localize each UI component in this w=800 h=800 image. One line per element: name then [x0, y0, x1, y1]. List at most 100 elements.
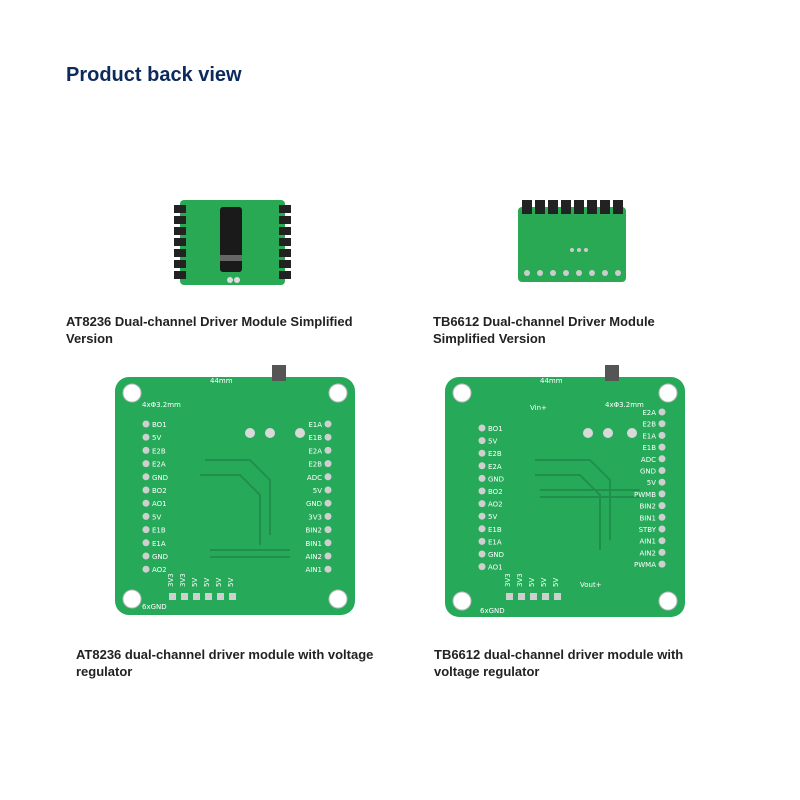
pin-label: BIN2 — [639, 503, 656, 511]
pin-pad — [324, 473, 332, 481]
pin-label: 5V — [227, 578, 235, 587]
pin-label: E2A — [152, 461, 166, 469]
pin-label: BO2 — [152, 487, 167, 495]
caption-tb6612-simple: TB6612 Dual-channel Driver Module Simpli… — [433, 313, 655, 347]
pin-label: AO1 — [152, 500, 167, 508]
pin-label: 5V — [191, 578, 199, 587]
board-top-dim: 44mm — [540, 377, 563, 385]
pin-pad — [324, 539, 332, 547]
pin-pad — [142, 565, 150, 573]
pin-label: 3V3 — [308, 513, 322, 521]
pin-label: 5V — [152, 513, 161, 521]
pin-pad — [324, 420, 332, 428]
caption-line: regulator — [76, 664, 133, 679]
pin-pad — [142, 539, 150, 547]
pin-pad — [217, 593, 224, 600]
pin-label: BO1 — [488, 425, 503, 433]
pin-pad — [658, 478, 666, 486]
pin-label: E2A — [308, 447, 322, 455]
pin-pad — [658, 525, 666, 533]
pin-label: E1A — [488, 538, 502, 546]
pin-label: GND — [488, 551, 504, 559]
pin-pad — [324, 565, 332, 573]
pin-pad — [478, 500, 486, 508]
pin-pad — [478, 424, 486, 432]
caption-at8236-regulator: AT8236 dual-channel driver module with v… — [76, 646, 373, 680]
pin-label: E1A — [152, 540, 166, 548]
pin-pad — [324, 512, 332, 520]
pin-label: 5V — [488, 513, 497, 521]
caption-line: Simplified Version — [433, 331, 546, 346]
pin-pad — [229, 593, 236, 600]
pin-label: E2B — [642, 421, 656, 429]
pin-label: AIN1 — [305, 566, 322, 574]
pin-label: E1A — [642, 432, 656, 440]
pin-label: E1A — [308, 421, 322, 429]
pin-pad — [658, 502, 666, 510]
pin-label: AIN1 — [639, 538, 656, 546]
pin-pad — [324, 460, 332, 468]
pin-label: 5V — [540, 578, 548, 587]
pin-pad — [324, 446, 332, 454]
pin-label: ADC — [307, 474, 322, 482]
at8236-simple-photo — [170, 195, 295, 290]
pin-pad — [554, 593, 561, 600]
pin-label: E1B — [488, 526, 502, 534]
pin-pad — [142, 512, 150, 520]
pin-label: GND — [306, 500, 322, 508]
pin-label: 5V — [488, 438, 497, 446]
pin-pad — [478, 449, 486, 457]
pin-pad — [142, 473, 150, 481]
pin-label: 3V3 — [167, 573, 175, 587]
pin-pad — [478, 550, 486, 558]
pin-pad — [658, 537, 666, 545]
pin-pad — [324, 433, 332, 441]
pin-label: BO1 — [152, 421, 167, 429]
pin-pad — [530, 593, 537, 600]
pin-pad — [142, 446, 150, 454]
pin-label: E2B — [152, 447, 166, 455]
pin-pad — [478, 474, 486, 482]
pin-pad — [193, 593, 200, 600]
pin-label: PWMB — [634, 491, 656, 499]
pin-label: E1B — [642, 444, 656, 452]
pin-label: BO2 — [488, 488, 503, 496]
pin-pad — [658, 408, 666, 416]
pin-label: 3V3 — [516, 573, 524, 587]
board-hole-label: 4xΦ3.2mm — [142, 401, 181, 409]
caption-line: TB6612 Dual-channel Driver Module — [433, 314, 655, 329]
board-hole-label: 4xΦ3.2mm — [605, 401, 644, 409]
pin-pad — [169, 593, 176, 600]
pin-label: 3V3 — [179, 573, 187, 587]
pin-label: STBY — [639, 526, 657, 534]
pin-pad — [658, 490, 666, 498]
pin-label: 5V — [528, 578, 536, 587]
caption-tb6612-regulator: TB6612 dual-channel driver module with v… — [434, 646, 683, 680]
pin-label: 5V — [647, 479, 656, 487]
pin-pad — [658, 467, 666, 474]
pin-label: 5V — [552, 578, 560, 587]
pin-pad — [658, 443, 666, 451]
pin-pad — [542, 593, 549, 600]
pin-label: AO1 — [488, 564, 503, 572]
pin-label: E2A — [642, 409, 656, 417]
caption-line: TB6612 dual-channel driver module with — [434, 647, 684, 662]
tb6612-simple-photo — [512, 195, 632, 290]
board-bottom-gnd: 6xGND — [480, 607, 505, 615]
caption-line: AT8236 Dual-channel Driver Module Simpli… — [66, 314, 353, 329]
pin-label: GND — [640, 468, 656, 476]
pin-label: E1B — [308, 434, 322, 442]
pin-pad — [658, 560, 666, 568]
pin-pad — [142, 433, 150, 441]
pin-label: BIN1 — [639, 514, 656, 522]
pin-pad — [478, 537, 486, 545]
pin-pad — [142, 526, 150, 534]
pin-pad — [478, 512, 486, 520]
pin-pad — [478, 525, 486, 533]
pin-pad — [324, 486, 332, 494]
caption-line: Version — [66, 331, 113, 346]
pin-pad — [142, 552, 150, 560]
pin-pad — [478, 487, 486, 495]
page-title: Product back view — [66, 64, 242, 86]
